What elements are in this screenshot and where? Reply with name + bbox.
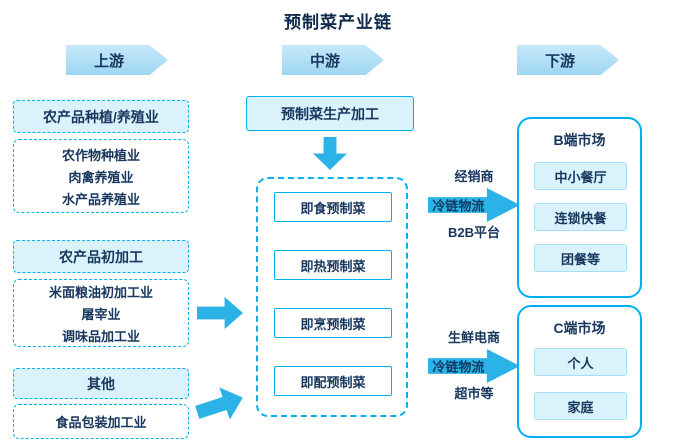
- product-box: 即配预制菜: [274, 366, 392, 396]
- channel-b2b: 经销商 冷链物流 B2B平台: [428, 169, 520, 241]
- channel-top-label: 经销商: [454, 169, 494, 184]
- market-header-c: C端市场: [553, 320, 606, 336]
- channel-bottom-label: 超市等: [454, 386, 494, 401]
- midstream-process-header: 预制菜生产加工: [246, 96, 414, 131]
- channel-top-label: 生鲜电商: [447, 330, 500, 345]
- stage-label-upstream: 上游: [93, 52, 124, 70]
- product-box: 即热预制菜: [274, 250, 392, 280]
- group-item: 屠宰业: [81, 306, 121, 322]
- group-item: 农作物种植业: [61, 147, 140, 163]
- market-item: 团餐等: [534, 244, 627, 272]
- group-item: 食品包装加工业: [55, 415, 147, 430]
- channel-arrow-label: 冷链物流: [432, 359, 485, 375]
- stage-arrow-midstream: 中游: [282, 45, 384, 75]
- market-box-b: B端市场 中小餐厅 连锁快餐 团餐等: [517, 117, 642, 298]
- market-item: 家庭: [534, 392, 627, 420]
- upstream-group-items-farming: 农作物种植业 肉禽养殖业 水产品养殖业: [13, 139, 189, 213]
- channel-bottom-label: B2B平台: [447, 225, 500, 240]
- upstream-group-header-primary-processing: 农产品初加工: [13, 240, 189, 273]
- product-box: 即烹预制菜: [274, 308, 392, 338]
- group-item: 米面粮油初加工业: [48, 284, 153, 300]
- diagram-title: 预制菜产业链: [284, 13, 392, 32]
- product-category-container: 即食预制菜 即热预制菜 即烹预制菜 即配预制菜: [256, 177, 408, 417]
- right-arrow-icon: [192, 381, 248, 428]
- market-item: 连锁快餐: [534, 203, 627, 231]
- channel-arrow-label: 冷链物流: [432, 198, 485, 214]
- product-box: 即食预制菜: [274, 192, 392, 222]
- upstream-group-header-farming: 农产品种植/养殖业: [13, 100, 189, 133]
- upstream-group-items-primary-processing: 米面粮油初加工业 屠宰业 调味品加工业: [13, 279, 189, 347]
- cold-chain-arrow: 冷链物流: [428, 349, 520, 383]
- market-box-c: C端市场 个人 家庭: [517, 305, 642, 438]
- right-arrow-icon: [197, 297, 243, 329]
- stage-arrow-upstream: 上游: [66, 45, 168, 75]
- stage-label-midstream: 中游: [309, 52, 340, 70]
- cold-chain-arrow: 冷链物流: [428, 188, 520, 222]
- stage-arrow-downstream: 下游: [517, 45, 619, 75]
- market-item: 个人: [534, 348, 627, 376]
- group-item: 肉禽养殖业: [68, 169, 134, 185]
- market-item: 中小餐厅: [534, 162, 627, 190]
- down-arrow-icon: [313, 137, 347, 170]
- market-header-b: B端市场: [553, 132, 606, 148]
- stage-label-downstream: 下游: [544, 52, 575, 70]
- channel-retail: 生鲜电商 冷链物流 超市等: [428, 330, 520, 402]
- group-item: 水产品养殖业: [61, 191, 140, 207]
- upstream-group-items-other: 食品包装加工业: [13, 404, 189, 439]
- upstream-group-header-other: 其他: [13, 368, 189, 399]
- group-item: 调味品加工业: [61, 328, 140, 344]
